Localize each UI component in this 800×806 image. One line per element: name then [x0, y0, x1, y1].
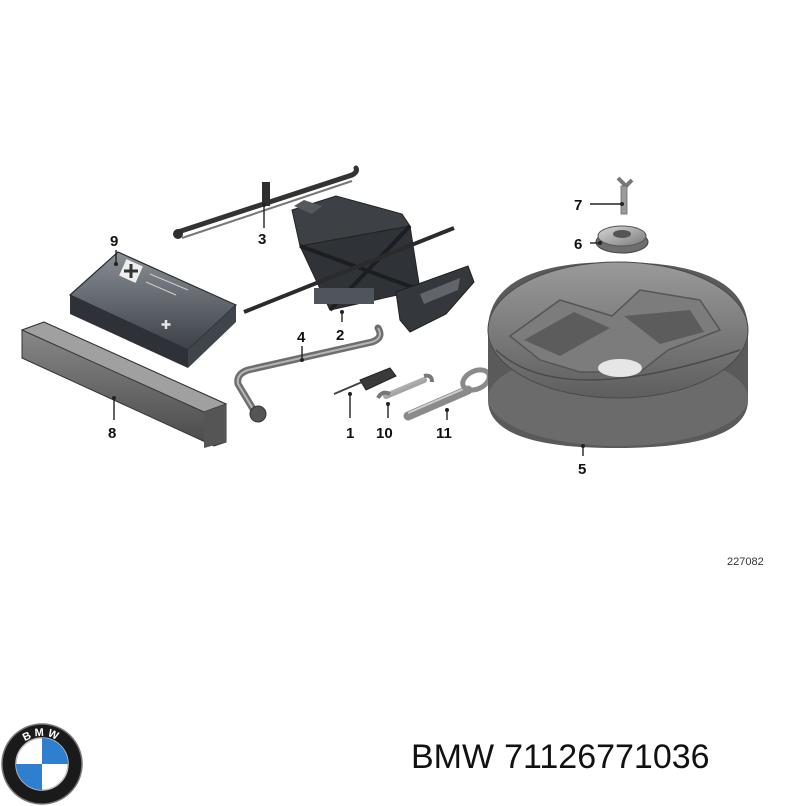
screwdriver-part: [333, 367, 397, 395]
bolt-part: [616, 176, 634, 215]
callout-6: 6: [574, 236, 582, 253]
callout-10: 10: [376, 425, 393, 442]
spanner-part: [376, 373, 434, 399]
callout-7: 7: [574, 197, 582, 214]
callout-4: 4: [297, 329, 306, 346]
towing-eye-part: [403, 367, 492, 421]
callout-11: 11: [436, 425, 452, 442]
tool-tray-part: [487, 261, 749, 448]
chock-bar-part: [20, 321, 228, 448]
callout-5: 5: [578, 461, 586, 478]
part-number: 71126771036: [504, 738, 710, 776]
leader-lines: [112, 202, 624, 456]
callout-1: 1: [346, 425, 354, 442]
diagram-reference-number: 227082: [727, 556, 764, 568]
callout-9: 9: [110, 233, 118, 250]
svg-text:BMW: BMW: [21, 727, 63, 744]
callout-3: 3: [258, 231, 266, 248]
scissor-jack-part: [243, 195, 475, 333]
brand-name: BMW: [411, 738, 495, 776]
bmw-logo-icon: BMW: [1, 723, 83, 805]
first-aid-kit-part: [68, 251, 238, 368]
callout-2: 2: [336, 327, 344, 344]
wing-nut-base-part: [595, 225, 649, 254]
callout-8: 8: [108, 425, 116, 442]
wheel-wrench-part: [234, 324, 384, 423]
jack-crank-part: [173, 165, 359, 239]
